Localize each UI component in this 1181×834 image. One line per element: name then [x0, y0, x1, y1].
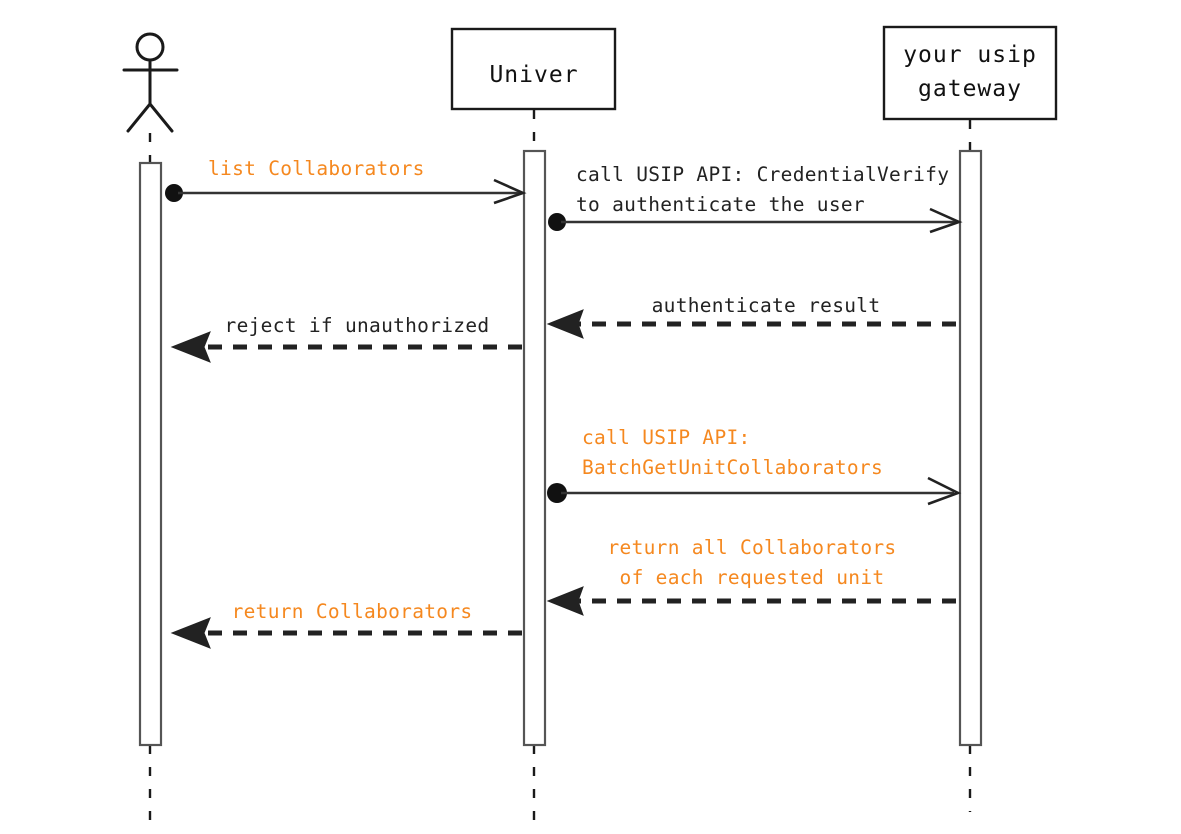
participant-gateway[interactable]: your usip gateway: [882, 25, 1058, 121]
message-6-arrowhead-icon: [546, 586, 584, 616]
message-5-arrowhead-icon: [927, 476, 962, 506]
actor-right-leg-icon: [148, 102, 174, 133]
participant-univer-label: Univer: [489, 62, 578, 88]
message-1-source-dot: [165, 184, 183, 202]
activation-bar-actor: [138, 161, 163, 747]
message-4-arrowhead-icon: [170, 331, 211, 363]
actor-head-icon: [135, 32, 165, 62]
message-2-label-line1: call USIP API: CredentialVerify: [576, 163, 949, 186]
message-3-label: authenticate result: [652, 294, 881, 317]
message-7-arrowhead-icon: [170, 617, 211, 649]
message-3-authenticate-result[interactable]: authenticate result: [546, 294, 956, 339]
message-5-batch-get-unit-collaborators[interactable]: call USIP API: BatchGetUnitCollaborators: [547, 426, 962, 506]
message-2-label-line2: to authenticate the user: [576, 193, 865, 216]
message-6-return-all-collaborators[interactable]: return all Collaborators of each request…: [546, 536, 956, 616]
participant-gateway-label-line2: gateway: [918, 76, 1022, 102]
activation-bar-gateway: [958, 149, 983, 747]
message-2-source-dot: [548, 213, 566, 231]
actor-left-leg-icon: [126, 102, 152, 133]
univer-box: [450, 27, 617, 111]
message-2-credential-verify[interactable]: call USIP API: CredentialVerify to authe…: [548, 163, 963, 234]
gateway-box: [882, 25, 1058, 121]
activation-bar-univer: [522, 149, 547, 747]
message-7-return-collaborators[interactable]: return Collaborators: [170, 600, 522, 649]
message-4-label: reject if unauthorized: [225, 314, 490, 337]
participant-univer[interactable]: Univer: [450, 27, 617, 111]
message-6-label-line1: return all Collaborators: [608, 536, 897, 559]
message-1-label: list Collaborators: [208, 157, 425, 180]
message-3-arrowhead-icon: [546, 309, 584, 339]
message-5-source-dot: [547, 483, 567, 503]
message-6-label-line2: of each requested unit: [620, 566, 885, 589]
message-5-label-line1: call USIP API:: [582, 426, 751, 449]
message-4-reject-if-unauthorized[interactable]: reject if unauthorized: [170, 314, 522, 363]
message-1-list-collaborators[interactable]: list Collaborators: [165, 157, 527, 205]
participant-gateway-label-line1: your usip: [903, 42, 1037, 68]
message-2-arrowhead-icon: [929, 207, 963, 234]
message-5-label-line2: BatchGetUnitCollaborators: [582, 456, 883, 479]
message-1-arrowhead-icon: [493, 178, 527, 205]
message-7-label: return Collaborators: [232, 600, 473, 623]
participant-actor[interactable]: [122, 32, 179, 133]
